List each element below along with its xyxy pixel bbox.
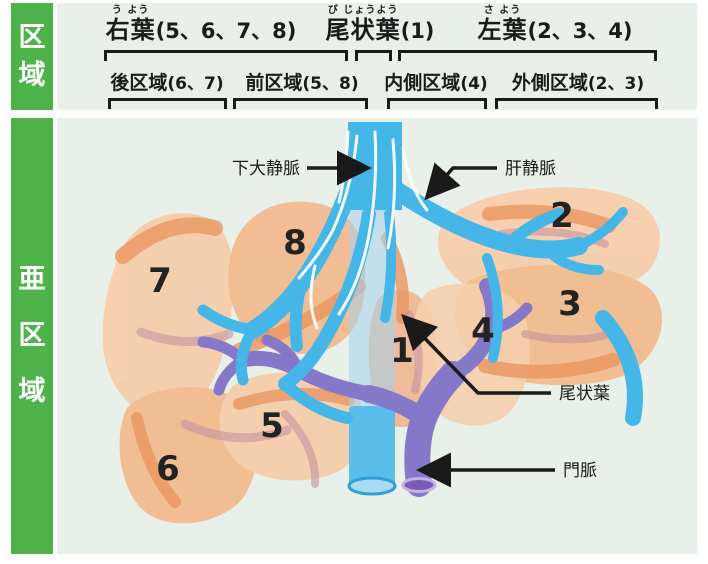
region-header-panel: う よう 右葉 (5、6、7、8) び じょうよう 尾状葉 (1) さ よう 左… bbox=[57, 3, 697, 110]
furigana-right-lobe: う よう bbox=[111, 5, 150, 16]
kanji-caudate-lobe: 尾状葉 bbox=[325, 16, 401, 44]
segment-number-1: 1 bbox=[390, 331, 414, 371]
section-label-medial: 内側区域(4) bbox=[384, 73, 487, 95]
bracket-anterior-section bbox=[233, 98, 368, 109]
hepatic-vein-label: 肝静脈 bbox=[505, 159, 556, 179]
lobe-label-caudate: び じょうよう 尾状葉 (1) bbox=[326, 5, 435, 44]
kanji-posterior-section: 後区域 bbox=[110, 72, 168, 94]
furigana-caudate-lobe: び じょうよう bbox=[327, 5, 399, 16]
bracket-posterior-section bbox=[108, 98, 227, 109]
caudate-label: 尾状葉 bbox=[559, 384, 610, 404]
segment-number-7: 7 bbox=[148, 261, 172, 301]
lobe-label-left: さ よう 左葉 (2、3、4) bbox=[477, 5, 632, 44]
annotations bbox=[307, 150, 555, 488]
segment-number-5: 5 bbox=[260, 406, 284, 446]
bracket-lateral-section bbox=[495, 98, 658, 109]
bracket-caudate-lobe bbox=[355, 50, 392, 61]
numbers-posterior-section: (6、7) bbox=[167, 74, 224, 94]
section-label-lateral: 外側区域(2、3) bbox=[512, 73, 644, 95]
segment-number-3: 3 bbox=[558, 284, 582, 324]
ivc-tube-opening bbox=[347, 476, 397, 496]
kanji-anterior-section: 前区域 bbox=[245, 72, 303, 94]
region-row-label: 区域 bbox=[18, 21, 46, 91]
bracket-right-lobe bbox=[104, 50, 348, 61]
numbers-anterior-section: (5、8) bbox=[302, 74, 359, 94]
segment7-lobe bbox=[102, 213, 234, 417]
numbers-right-lobe: (5、6、7、8) bbox=[155, 19, 297, 43]
bracket-medial-section bbox=[387, 98, 487, 109]
numbers-left-lobe: (2、3、4) bbox=[527, 19, 633, 43]
liver-diagram: 1 2 3 4 5 6 7 8 下大静脈 肝静脈 尾状葉 門脈 bbox=[102, 122, 663, 524]
ivc-label: 下大静脈 bbox=[232, 159, 300, 179]
lobe-label-right: う よう 右葉 (5、6、7、8) bbox=[106, 5, 297, 44]
subsegment-row-header: 亜区域 bbox=[11, 118, 53, 554]
liver-diagram-panel: 1 2 3 4 5 6 7 8 下大静脈 肝静脈 尾状葉 門脈 bbox=[57, 118, 697, 554]
region-row-header: 区域 bbox=[11, 3, 53, 110]
numbers-caudate-lobe: (1) bbox=[400, 19, 435, 43]
segment-number-2: 2 bbox=[550, 196, 574, 236]
kanji-right-lobe: 右葉 bbox=[105, 16, 156, 44]
hepatic-vein-arrow bbox=[424, 162, 497, 201]
section-label-posterior: 後区域(6、7) bbox=[110, 73, 223, 95]
numbers-medial-section: (4) bbox=[460, 74, 488, 94]
furigana-left-lobe: さ よう bbox=[483, 5, 522, 16]
segment-number-4: 4 bbox=[471, 311, 495, 351]
kanji-left-lobe: 左葉 bbox=[477, 16, 528, 44]
portal-vein-opening bbox=[401, 477, 437, 493]
kanji-medial-section: 内側区域 bbox=[384, 72, 461, 94]
subsegment-row-label: 亜区域 bbox=[18, 264, 46, 407]
segment-number-6: 6 bbox=[156, 449, 180, 489]
section-label-anterior: 前区域(5、8) bbox=[245, 73, 358, 95]
bracket-left-lobe bbox=[398, 50, 657, 61]
segment-number-8: 8 bbox=[283, 223, 307, 263]
numbers-lateral-section: (2、3) bbox=[587, 74, 645, 94]
kanji-lateral-section: 外側区域 bbox=[511, 72, 588, 94]
portal-vein-label: 門脈 bbox=[563, 461, 597, 481]
caudate-arrow bbox=[401, 313, 551, 395]
